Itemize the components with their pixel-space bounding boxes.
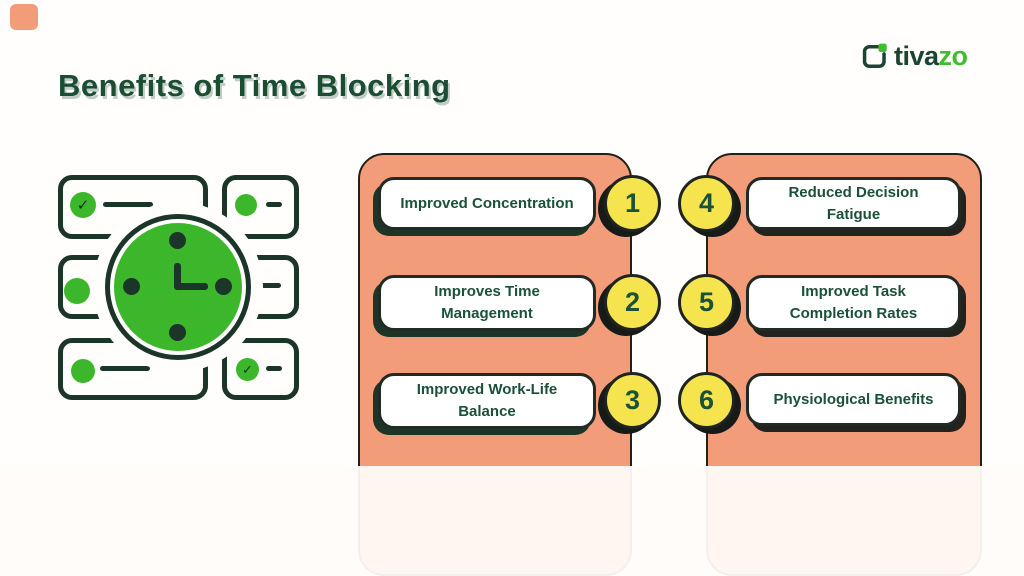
tivazo-logo-icon bbox=[862, 43, 887, 68]
clock-outline bbox=[105, 214, 251, 360]
number-badge-3: 3 bbox=[604, 372, 661, 429]
task-dash bbox=[261, 283, 281, 288]
task-line bbox=[100, 366, 150, 371]
benefit-box-2: Improves Time Management bbox=[378, 275, 596, 331]
brand-name-accent: zo bbox=[938, 41, 969, 71]
clock-marker-3 bbox=[215, 278, 232, 295]
number-badge-2: 2 bbox=[604, 274, 661, 331]
task-dash bbox=[266, 366, 282, 371]
task-dash bbox=[266, 202, 282, 207]
benefit-box-1: Improved Concentration bbox=[378, 177, 596, 230]
bullet-circle-icon bbox=[64, 278, 90, 304]
number-badge-1: 1 bbox=[604, 175, 661, 232]
bullet-circle-icon bbox=[71, 359, 95, 383]
bottom-overlay bbox=[0, 466, 1024, 576]
clock-marker-6 bbox=[169, 324, 186, 341]
checked-circle-icon: ✓ bbox=[70, 192, 96, 218]
benefit-box-5: Improved Task Completion Rates bbox=[746, 275, 961, 331]
page-title: Benefits of Time Blocking bbox=[58, 68, 451, 103]
bullet-circle-icon bbox=[235, 194, 257, 216]
brand-wordmark: tivazo bbox=[894, 43, 968, 70]
brand-logo: tivazo bbox=[860, 42, 968, 71]
number-badge-4: 4 bbox=[678, 175, 735, 232]
benefit-box-3: Improved Work-Life Balance bbox=[378, 373, 596, 429]
benefit-box-6: Physiological Benefits bbox=[746, 373, 961, 426]
clock-marker-12 bbox=[169, 232, 186, 249]
number-badge-5: 5 bbox=[678, 274, 735, 331]
clock-marker-9 bbox=[123, 278, 140, 295]
task-line bbox=[103, 202, 153, 207]
checked-circle-icon: ✓ bbox=[236, 358, 259, 381]
corner-accent-shape bbox=[10, 4, 38, 30]
benefit-box-4: Reduced Decision Fatigue bbox=[746, 177, 961, 230]
number-badge-6: 6 bbox=[678, 372, 735, 429]
brand-name-primary: tiva bbox=[894, 41, 939, 71]
clock-minute-hand bbox=[174, 263, 181, 290]
clock-hour-hand bbox=[175, 283, 208, 290]
